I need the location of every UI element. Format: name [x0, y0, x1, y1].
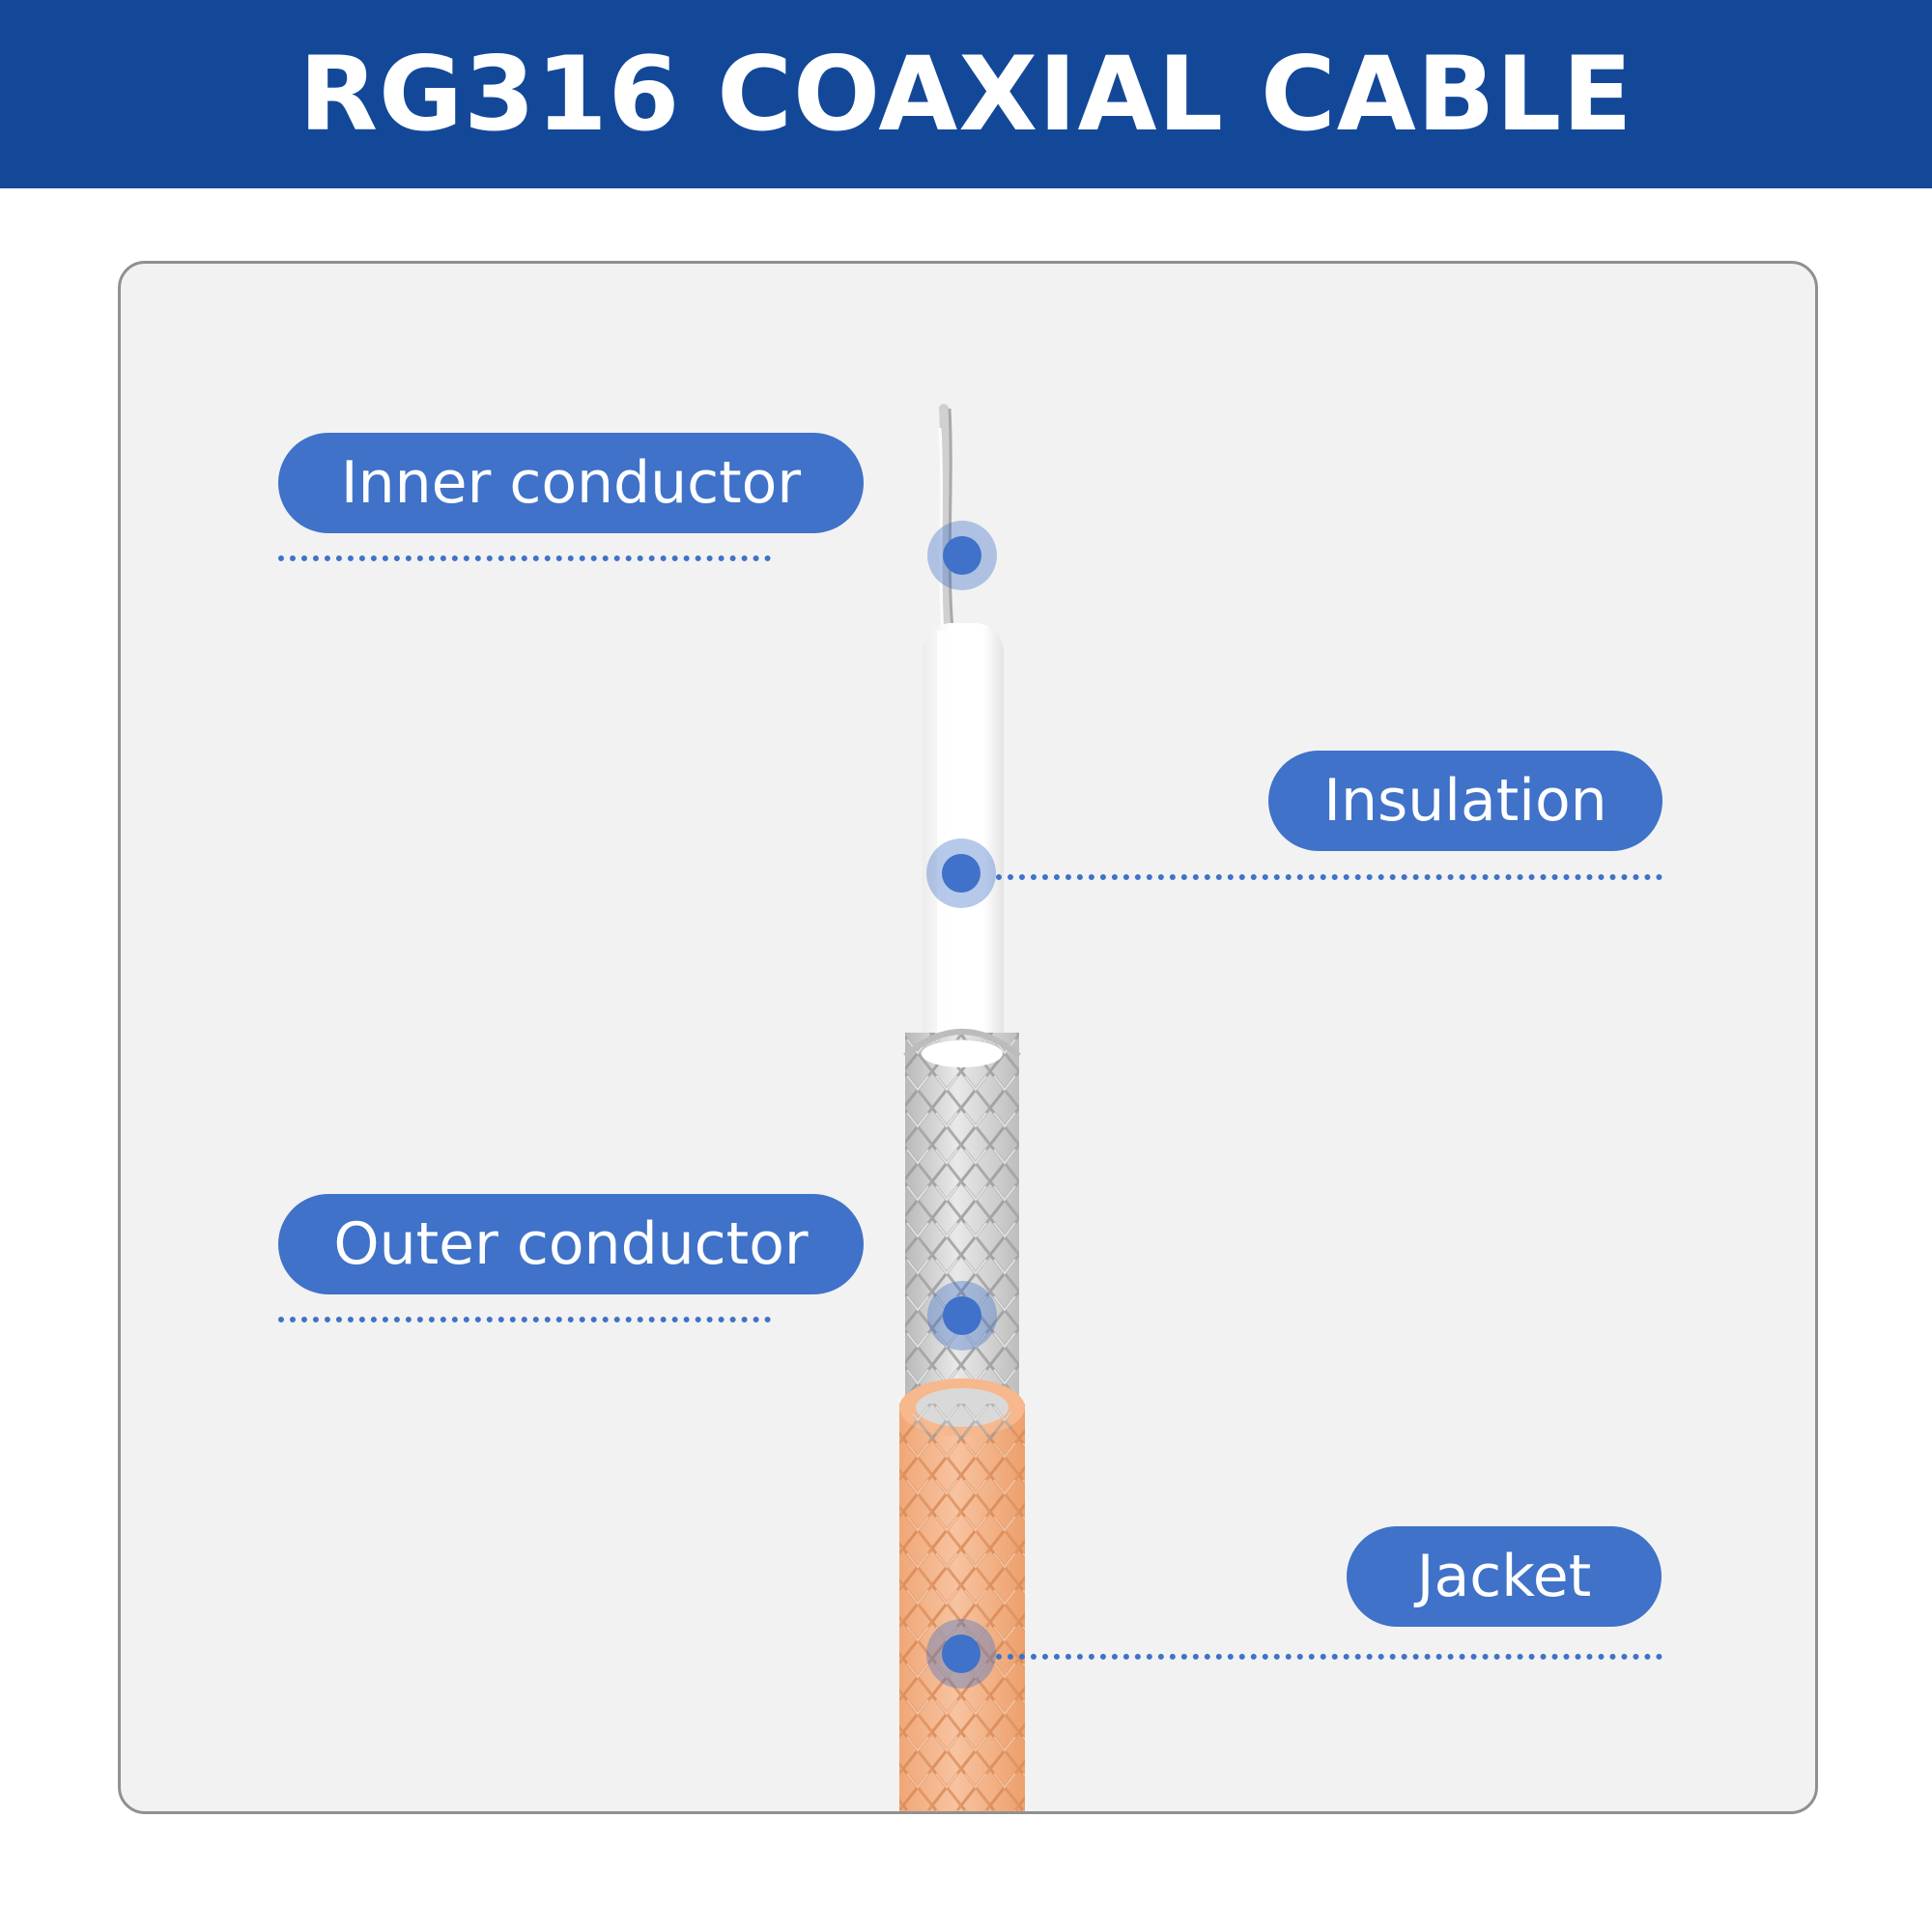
inner-conductor-marker	[927, 521, 997, 590]
jacket-layer	[899, 1378, 1025, 1811]
jacket-marker	[926, 1619, 996, 1689]
inner-conductor-leader-line	[278, 555, 771, 561]
title-banner: RG316 COAXIAL CABLE	[0, 0, 1932, 188]
insulation-label: Insulation	[1268, 751, 1662, 851]
inner-conductor-label: Inner conductor	[278, 433, 864, 533]
coaxial-cable-illustration	[899, 404, 1025, 1811]
outer-conductor-marker	[927, 1281, 997, 1350]
jacket-label: Jacket	[1347, 1526, 1662, 1627]
jacket-leader-line	[996, 1654, 1662, 1660]
insulation-marker	[926, 838, 996, 908]
insulation-leader-line	[996, 874, 1662, 880]
page-title: RG316 COAXIAL CABLE	[298, 34, 1634, 154]
outer-conductor-leader-line	[278, 1317, 771, 1322]
outer-conductor-label: Outer conductor	[278, 1194, 864, 1294]
diagram-panel: Inner conductor Insulation Outer conduct…	[118, 261, 1818, 1814]
